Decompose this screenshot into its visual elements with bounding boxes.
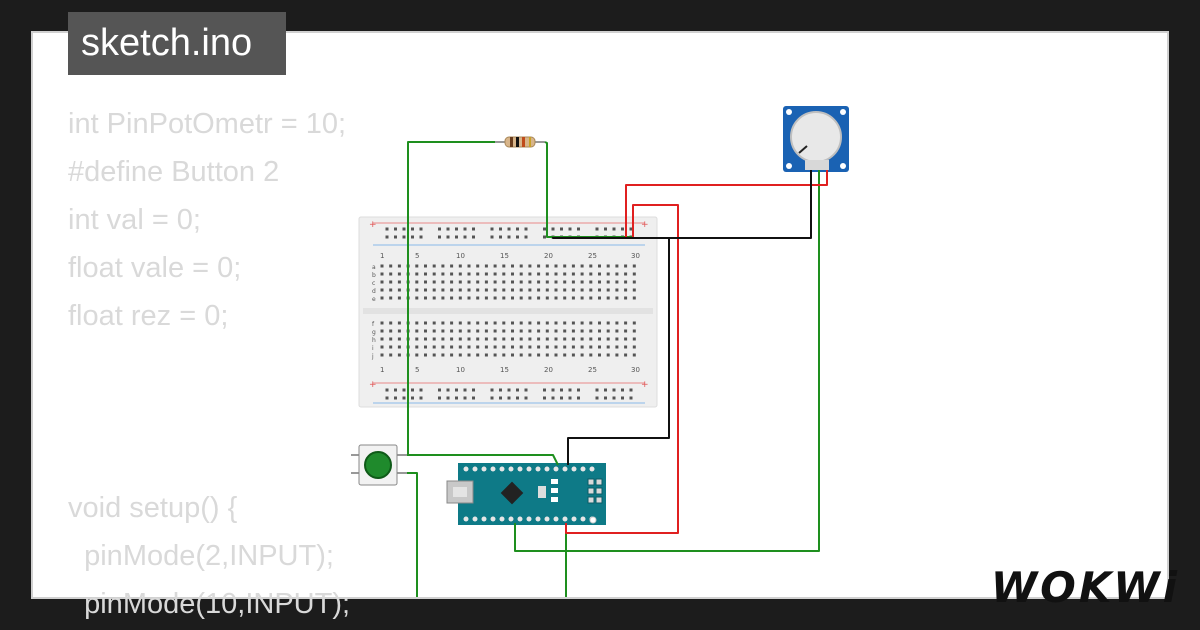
column-number: 5 xyxy=(415,366,419,374)
code-line: #define Button 2 xyxy=(68,156,280,188)
wire-black[interactable] xyxy=(567,237,670,465)
wire-red[interactable] xyxy=(565,204,679,534)
column-number: 30 xyxy=(631,366,640,374)
column-number: 20 xyxy=(544,252,553,260)
sketch-filename-tab[interactable]: sketch.ino xyxy=(68,12,286,75)
wire-green[interactable] xyxy=(407,454,559,466)
row-letter: j xyxy=(371,353,374,360)
row-letter: a xyxy=(372,264,376,271)
code-line: float rez = 0; xyxy=(68,300,229,332)
code-line: pinMode(2,INPUT); xyxy=(68,540,334,572)
wire-red[interactable] xyxy=(625,170,828,237)
rail-plus-label: + xyxy=(641,220,649,230)
code-line: float vale = 0; xyxy=(68,252,242,284)
row-letter: c xyxy=(372,280,375,287)
column-number: 15 xyxy=(500,252,509,260)
potentiometer[interactable] xyxy=(783,106,849,172)
rail-plus-label: + xyxy=(641,380,649,390)
wires xyxy=(407,141,828,597)
row-letter: g xyxy=(372,329,376,336)
column-number: 10 xyxy=(456,366,465,374)
row-letter: f xyxy=(372,321,375,328)
row-letter: b xyxy=(372,272,376,279)
row-letter: i xyxy=(372,345,374,352)
column-number: 1 xyxy=(380,366,384,374)
breadboard[interactable]: + + + + 1 5 10 15 20 25 30 1 5 10 15 20 … xyxy=(358,216,658,408)
column-number: 1 xyxy=(380,252,384,260)
resistor[interactable] xyxy=(495,136,545,148)
row-letter: e xyxy=(372,296,376,303)
column-number: 25 xyxy=(588,252,597,260)
code-line: pinMode(10,INPUT); xyxy=(68,588,351,620)
code-line: void setup() { xyxy=(68,492,238,524)
column-number: 20 xyxy=(544,366,553,374)
simulation-canvas: int PinPotOmetr = 10; #define Button 2 i… xyxy=(33,33,1167,620)
wire-green[interactable] xyxy=(407,141,495,455)
wire-black[interactable] xyxy=(552,170,812,239)
wokwi-logo: WOKWi xyxy=(990,563,1180,612)
row-letter: h xyxy=(372,337,376,344)
arduino-nano-board[interactable] xyxy=(446,463,606,525)
column-number: 25 xyxy=(588,366,597,374)
column-number: 10 xyxy=(456,252,465,260)
wire-green[interactable] xyxy=(407,472,418,597)
code-line: int val = 0; xyxy=(68,204,201,236)
circuit-diagram: + + + + 1 5 10 15 20 25 30 1 5 10 15 20 … xyxy=(351,106,849,597)
row-letter: d xyxy=(372,288,376,295)
code-line: int PinPotOmetr = 10; xyxy=(68,108,347,140)
column-number: 5 xyxy=(415,252,419,260)
pushbutton[interactable] xyxy=(351,444,407,486)
column-number: 15 xyxy=(500,366,509,374)
rail-plus-label: + xyxy=(369,220,377,230)
column-number: 30 xyxy=(631,252,640,260)
rail-plus-label: + xyxy=(369,380,377,390)
wire-green[interactable] xyxy=(514,170,820,552)
